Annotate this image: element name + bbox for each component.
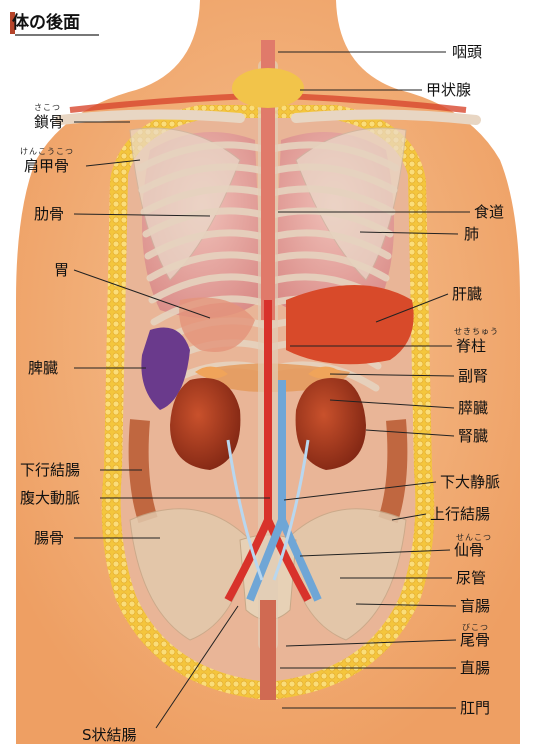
page-title: 体の後面 — [12, 8, 80, 33]
thyroid — [232, 68, 304, 108]
label-spine: 脊柱 — [456, 338, 486, 354]
label-adrenal: 副腎 — [458, 368, 488, 384]
label-sigmoid: S状結腸 — [82, 727, 137, 743]
label-clavicle: 鎖骨 — [34, 114, 64, 130]
label-coccyx: 尾骨 — [460, 632, 490, 648]
spine-ruby: せきちゅう — [454, 326, 499, 337]
liver — [286, 285, 414, 364]
label-ascending-colon: 上行結腸 — [430, 506, 490, 522]
label-rectum: 直腸 — [460, 660, 490, 676]
scapula-ruby: けんこうこつ — [20, 146, 74, 157]
clavicle-left — [60, 114, 240, 120]
label-anus: 肛門 — [460, 700, 490, 716]
label-sacrum: 仙骨 — [454, 542, 484, 558]
label-ivc: 下大静脈 — [440, 474, 500, 490]
label-aorta: 腹大動脈 — [20, 490, 80, 506]
label-cecum: 盲腸 — [460, 598, 490, 614]
label-ureter: 尿管 — [456, 570, 486, 586]
label-liver: 肝臓 — [452, 286, 482, 302]
label-lung: 肺 — [464, 226, 479, 242]
label-kidney: 腎臓 — [458, 428, 488, 444]
clavicle-ruby: さこつ — [34, 102, 61, 113]
label-scapula: 肩甲骨 — [24, 158, 69, 174]
clavicle-right — [296, 114, 476, 120]
label-spleen: 脾臓 — [28, 360, 58, 376]
label-thyroid: 甲状腺 — [426, 82, 471, 98]
label-esophagus: 食道 — [474, 204, 504, 220]
title-underline — [15, 34, 99, 36]
label-descending-colon: 下行結腸 — [20, 462, 80, 478]
label-larynx: 咽頭 — [452, 44, 482, 60]
colon-ascending — [388, 420, 397, 520]
label-pancreas: 膵臓 — [458, 400, 488, 416]
label-ilium: 腸骨 — [34, 530, 64, 546]
label-stomach: 胃 — [54, 262, 69, 278]
label-ribs: 肋骨 — [34, 206, 64, 222]
